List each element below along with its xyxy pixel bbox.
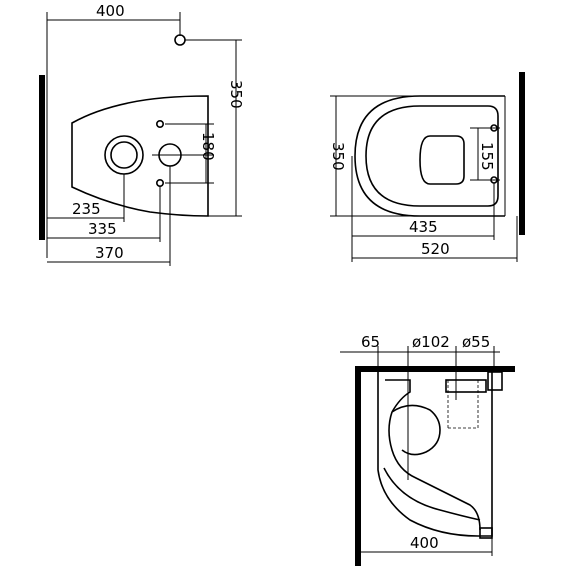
cross-section-view: 65 ø102 ø55 400 xyxy=(340,333,515,566)
dim-400s-label: 400 xyxy=(410,534,439,552)
waste-outlet-inner xyxy=(110,141,138,169)
bowl-opening xyxy=(419,135,465,185)
bolt-hole-upper xyxy=(156,120,165,129)
wall-right xyxy=(519,72,525,235)
section-trap xyxy=(391,404,441,456)
top-plan-view: 350 155 435 520 xyxy=(329,72,525,262)
dim-370-label: 370 xyxy=(95,244,124,262)
dim-350-label: 350 xyxy=(227,80,245,109)
fixing-hole-top xyxy=(174,34,186,46)
section-body-outer xyxy=(377,372,493,537)
side-elevation-view: 400 350 180 235 335 370 xyxy=(39,2,245,266)
dim-d102-label: ø102 xyxy=(412,333,450,351)
section-outlet-curve xyxy=(383,467,481,521)
dim-400-label: 400 xyxy=(96,2,125,20)
dim-235-label: 235 xyxy=(72,200,101,218)
section-bottom-foot xyxy=(479,527,493,539)
section-top-slab xyxy=(355,366,515,372)
dim-180-label: 180 xyxy=(199,132,217,161)
section-rear-cap xyxy=(487,371,503,391)
dim-335-label: 335 xyxy=(88,220,117,238)
bolt-hole-lower xyxy=(156,179,165,188)
section-rim-curve xyxy=(385,379,411,413)
dim-155-label: 155 xyxy=(478,142,496,171)
dim-520-label: 520 xyxy=(421,240,450,258)
bowl-rim-inner xyxy=(365,105,499,207)
section-fitting-top xyxy=(445,379,487,393)
dim-d55-label: ø55 xyxy=(462,333,490,351)
section-wall xyxy=(355,366,361,566)
dim-435-label: 435 xyxy=(409,218,438,236)
dim-65-label: 65 xyxy=(361,333,380,351)
section-bowl-inner xyxy=(388,411,481,531)
bowl-rim-outer xyxy=(354,95,505,217)
wall-left xyxy=(39,75,45,240)
dim-350t-label: 350 xyxy=(329,142,347,171)
bowl-rear-outline xyxy=(71,95,209,217)
